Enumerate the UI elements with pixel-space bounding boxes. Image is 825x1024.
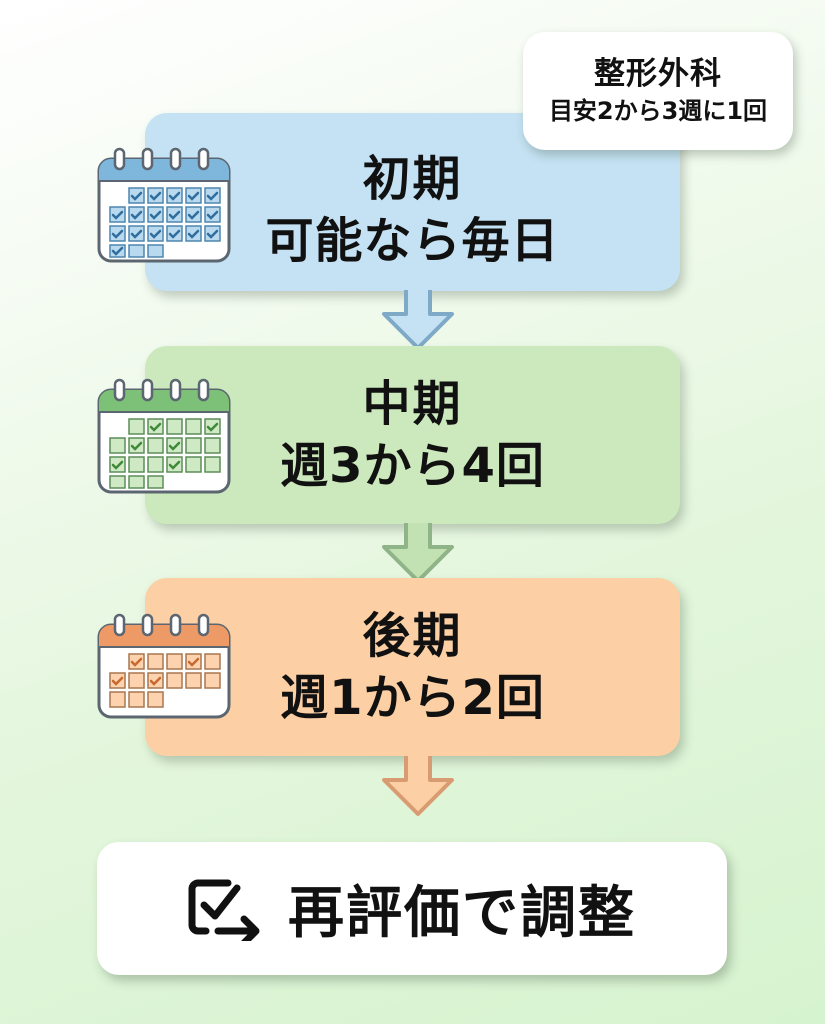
final-step-box: 再評価で調整 [97, 842, 727, 975]
checkbox-arrow-icon [188, 879, 260, 941]
arrow-down-icon [382, 290, 454, 350]
badge-title: 整形外科 [594, 56, 722, 92]
stage-early-phase: 初期 [362, 151, 463, 207]
stage-middle-frequency: 週3から4回 [280, 438, 545, 494]
stage-late-frequency: 週1から2回 [280, 670, 545, 726]
header-badge: 整形外科 目安2から3週に1回 [523, 32, 793, 150]
calendar-some-checked-icon [97, 378, 231, 494]
stage-middle-phase: 中期 [362, 376, 463, 432]
calendar-few-checked-icon [97, 613, 231, 719]
calendar-all-checked-icon [97, 147, 231, 263]
stage-late: 後期 週1から2回 [145, 578, 680, 756]
badge-subtitle: 目安2から3週に1回 [548, 97, 768, 125]
arrow-down-icon [382, 523, 454, 583]
stage-middle: 中期 週3から4回 [145, 346, 680, 524]
arrow-down-icon [382, 756, 454, 816]
final-step-label: 再評価で調整 [288, 881, 636, 946]
stage-late-phase: 後期 [362, 608, 463, 664]
stage-early-frequency: 可能なら毎日 [265, 213, 560, 269]
stage-early-text: 初期 可能なら毎日 [265, 148, 559, 272]
